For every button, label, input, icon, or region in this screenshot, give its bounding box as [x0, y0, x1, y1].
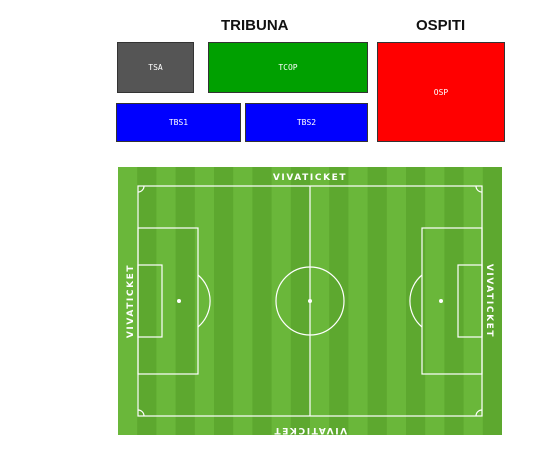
football-pitch: VIVATICKET VIVATICKET VIVATICKET VIVATIC… — [118, 167, 502, 435]
grass-stripe — [214, 167, 234, 435]
grass-stripe — [406, 167, 426, 435]
pitch-spots — [177, 299, 443, 303]
grass-stripe — [137, 167, 157, 435]
sector-tsa[interactable]: TSA — [117, 42, 194, 93]
sector-tsa-label: TSA — [148, 63, 163, 72]
penalty-spot-left — [177, 299, 181, 303]
brand-bottom: VIVATICKET — [273, 425, 347, 435]
grass-stripe — [329, 167, 349, 435]
corner-arc-top-right — [475, 185, 483, 193]
sector-osp[interactable]: OSP — [377, 42, 505, 142]
corner-arc-bottom-left — [137, 409, 145, 417]
centre-circle — [275, 266, 345, 336]
corner-arc-bottom-right — [475, 409, 483, 417]
brand-right: VIVATICKET — [484, 264, 494, 338]
sector-tbs2-label: TBS2 — [296, 118, 317, 127]
sector-tbs1[interactable]: TBS1 — [116, 103, 241, 142]
grass-stripe — [482, 167, 502, 435]
brand-left: VIVATICKET — [126, 264, 136, 338]
grass-stripe — [175, 167, 195, 435]
tribuna-heading: TRIBUNA — [221, 17, 289, 34]
goal-area-right — [457, 264, 483, 338]
grass-stripe — [367, 167, 387, 435]
grass-stripe — [290, 167, 310, 435]
sector-tbs1-label: TBS1 — [168, 118, 189, 127]
goal-area-left — [137, 264, 163, 338]
penalty-arc-right — [409, 274, 423, 328]
grass-stripe — [444, 167, 464, 435]
sector-tcop-label: TCOP — [278, 63, 298, 72]
sector-osp-label: OSP — [433, 87, 449, 97]
penalty-arc-left — [197, 274, 211, 328]
ospiti-heading: OSPITI — [416, 17, 466, 34]
penalty-spot-right — [439, 299, 443, 303]
grass-stripe — [252, 167, 272, 435]
sector-tcop[interactable]: TCOP — [208, 42, 368, 93]
corner-arc-top-left — [137, 185, 145, 193]
centre-spot — [308, 299, 312, 303]
brand-top: VIVATICKET — [273, 173, 347, 183]
sector-tbs2[interactable]: TBS2 — [245, 103, 368, 142]
